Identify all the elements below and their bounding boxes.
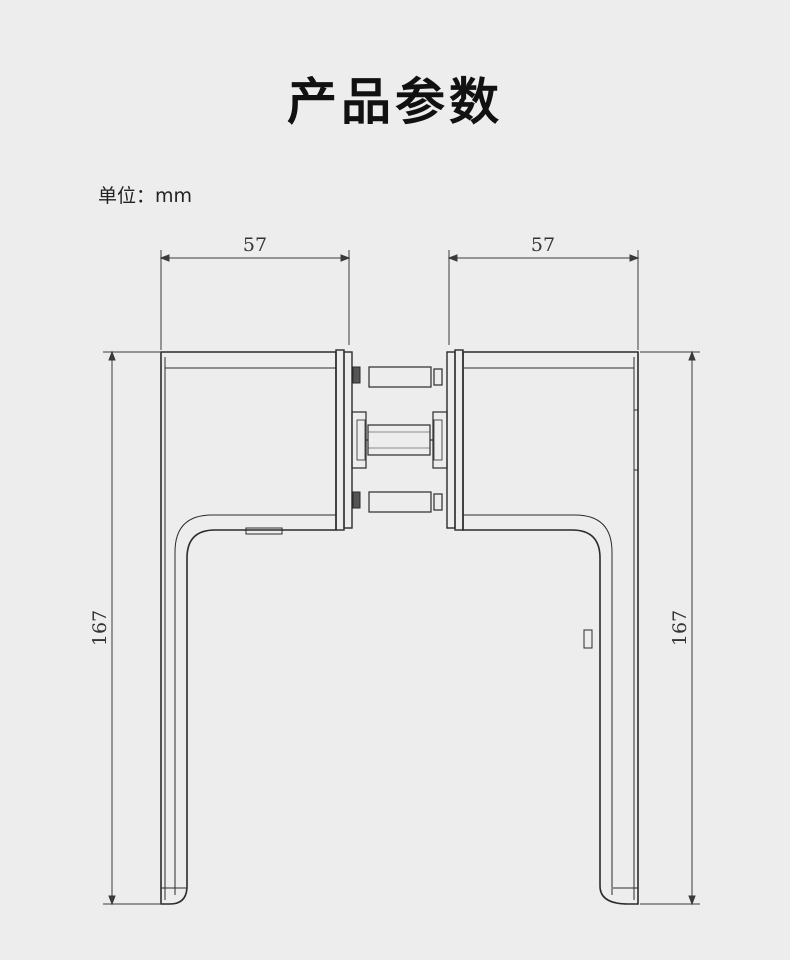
dimension-left-width-label: 57 xyxy=(243,234,267,256)
page-title: 产品参数 xyxy=(287,73,503,131)
left-rose-plate xyxy=(335,349,361,531)
right-rose-plate xyxy=(446,349,464,531)
dimension-right-height-label: 167 xyxy=(669,610,691,646)
dimension-right-height xyxy=(640,350,700,906)
dimension-left-height-label: 167 xyxy=(89,610,111,646)
left-lever-handle xyxy=(160,351,337,905)
right-lever-handle xyxy=(462,351,639,905)
dimension-left-width xyxy=(159,250,351,350)
unit-label: 单位：mm xyxy=(98,185,193,207)
dimension-left-height xyxy=(103,350,160,906)
dimension-right-width-label: 57 xyxy=(531,234,555,256)
dimension-right-width xyxy=(447,250,640,350)
spindle-assembly xyxy=(351,366,448,513)
